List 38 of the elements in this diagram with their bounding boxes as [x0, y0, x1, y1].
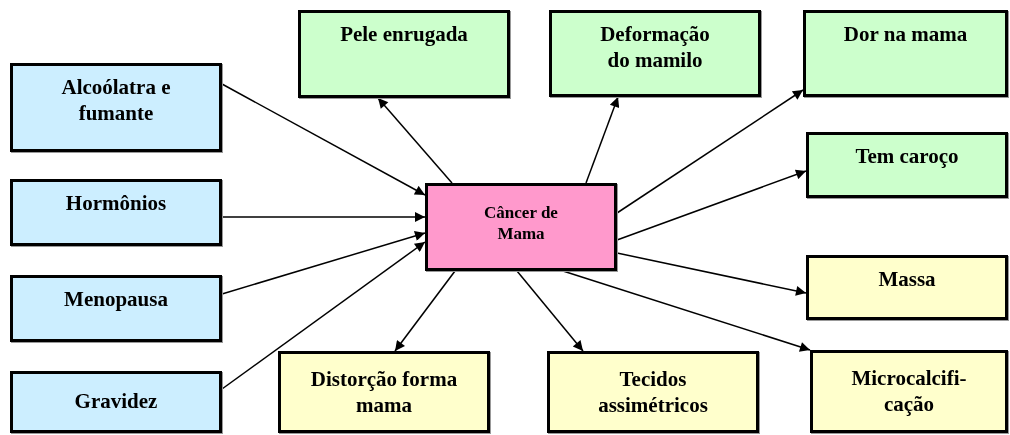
node-label: Distorção forma mama [309, 366, 459, 419]
node-label: Pele enrugada [340, 21, 468, 48]
node-label: Deformação do mamilo [599, 21, 711, 74]
node-label: Dor na mama [843, 21, 968, 48]
arrow [221, 231, 426, 295]
arrow [562, 270, 811, 352]
topic-box [10, 275, 222, 342]
topic-box [810, 350, 1008, 433]
topic-box [806, 132, 1008, 198]
arrow [377, 97, 453, 184]
node-label: Tem caroço [855, 143, 959, 170]
node-label: Gravidez [74, 388, 158, 415]
topic-box [10, 371, 222, 433]
arrow [516, 270, 584, 352]
topic-box [803, 10, 1008, 97]
node-label: Menopausa [64, 286, 168, 313]
central-box [425, 183, 617, 271]
arrow [585, 96, 620, 184]
topic-box [549, 10, 761, 97]
arrow [221, 241, 426, 390]
topic-box [806, 255, 1008, 320]
arrow [616, 89, 804, 214]
node-label: Alcoólatra e fumante [60, 74, 172, 127]
node-label: Hormônios [65, 190, 167, 217]
arrow [616, 169, 807, 241]
topic-box [278, 351, 490, 433]
topic-box [547, 351, 759, 433]
arrow [394, 270, 456, 352]
node-label: Massa [878, 266, 936, 293]
topic-box [10, 63, 222, 152]
node-label: Câncer de Mama [483, 202, 559, 245]
arrow [221, 212, 426, 222]
arrow [616, 252, 807, 296]
topic-box [298, 10, 510, 98]
arrow [221, 83, 426, 196]
node-label: Tecidos assimétricos [597, 366, 709, 419]
topic-box [10, 179, 222, 246]
node-label: Microcalcifi- cação [850, 365, 968, 418]
